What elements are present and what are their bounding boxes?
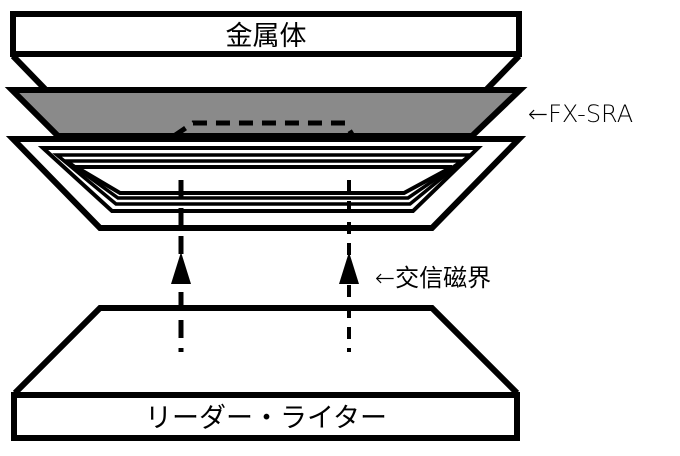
- arrow-up-icon: [171, 252, 191, 284]
- reader-writer: リーダー・ライター: [11, 305, 520, 441]
- antenna-coil-loop-4: [68, 165, 453, 195]
- antenna-coil-loop-1: [37, 146, 483, 213]
- metal-body-box: [10, 11, 522, 57]
- magnetic-field-arrows: [171, 180, 359, 352]
- chip-dashed-outline: [172, 120, 356, 139]
- antenna-coil-loop-2: [52, 153, 475, 206]
- arrow-up-icon: [339, 252, 359, 284]
- metal-body: 金属体: [10, 11, 522, 92]
- reader-writer-box: [11, 392, 520, 441]
- rfid-tag: [5, 136, 527, 231]
- fx-sra-sheet-shape: [4, 87, 528, 139]
- antenna-coil-loop-3: [61, 159, 468, 200]
- fx-sra-label: ←FX-SRA: [528, 100, 633, 128]
- metal-body-right-slope: [484, 53, 522, 92]
- metal-body-left-slope: [10, 53, 48, 92]
- reader-writer-label: リーダー・ライター: [145, 403, 387, 434]
- magnetic-field-label: ←交信磁界: [375, 264, 491, 292]
- reader-writer-top-slope: [12, 305, 520, 396]
- metal-body-label: 金属体: [226, 21, 307, 52]
- fx-sra-sheet: [4, 87, 528, 139]
